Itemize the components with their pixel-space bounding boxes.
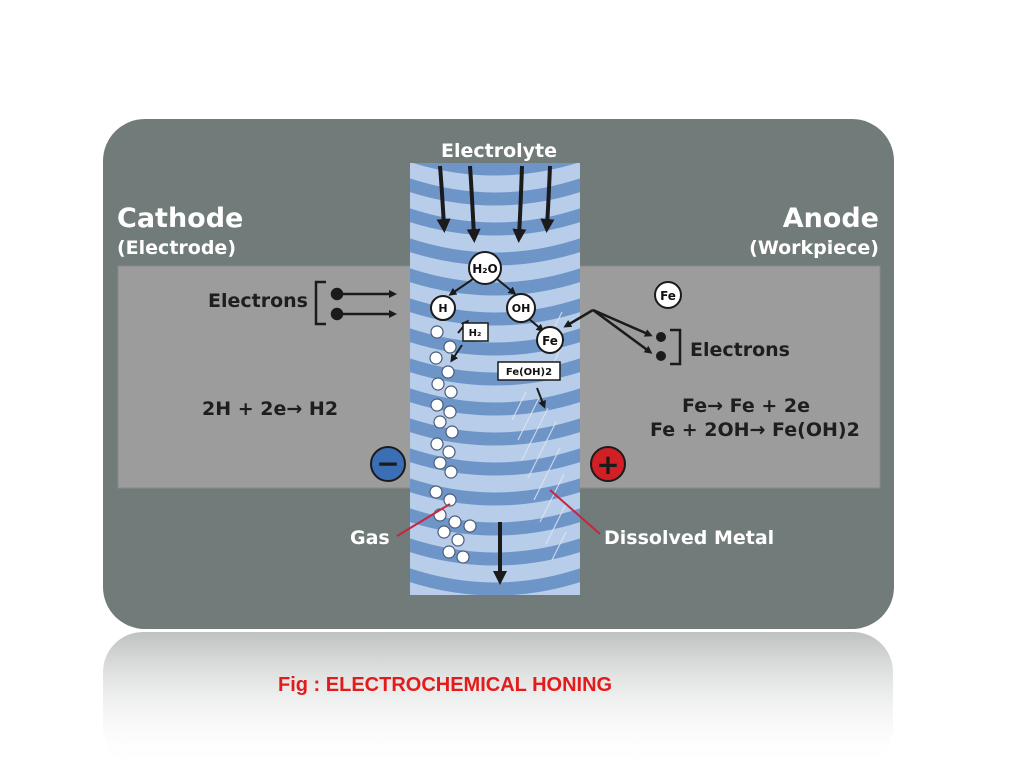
gas-bubble [443, 340, 457, 354]
svg-text:H₂O: H₂O [472, 262, 498, 276]
anode-electron-arrows [563, 308, 682, 366]
cathode-reaction: 2H + 2e→ H2 [202, 398, 338, 420]
hydrogen-ion: H [430, 295, 456, 321]
gas-bubble [448, 515, 462, 529]
svg-text:OH: OH [512, 302, 531, 315]
gas-bubble [445, 425, 459, 439]
water-molecule: H₂O [468, 251, 502, 285]
panel-reflection [103, 632, 893, 768]
gas-bubble [437, 525, 451, 539]
figure-caption: Fig : ELECTROCHEMICAL HONING [278, 674, 613, 696]
cathode-electron-arrows [330, 287, 397, 321]
iron-hydroxide-box: Fe(OH)2 [497, 361, 561, 381]
gas-bubble [443, 493, 457, 507]
gas-bubble [430, 325, 444, 339]
cathode-title: Cathode [117, 203, 243, 234]
gas-bubble [433, 456, 447, 470]
electrons-label-cathode: Electrons [208, 290, 308, 312]
gas-bubble [431, 377, 445, 391]
gas-bubbles [429, 325, 477, 564]
electrolyte-label: Electrolyte [441, 140, 557, 162]
gas-bubble [443, 405, 457, 419]
svg-text:Fe: Fe [660, 289, 676, 303]
gas-bubble [442, 445, 456, 459]
gas-bubble [429, 351, 443, 365]
gas-bubble [441, 365, 455, 379]
gas-bubble [451, 533, 465, 547]
hydroxide-ion: OH [506, 293, 536, 323]
anode-electrons [656, 332, 666, 361]
gas-bubble [429, 485, 443, 499]
gas-bubble [463, 519, 477, 533]
svg-text:H: H [438, 302, 447, 315]
electrolyte-channel [410, 163, 580, 595]
gas-pointer [396, 503, 451, 537]
positive-terminal-icon [590, 446, 626, 482]
gas-bubble [456, 550, 470, 564]
iron-atom-anode: Fe [654, 281, 682, 309]
electrolyte-inflow-arrows [436, 165, 555, 243]
gas-bubble [430, 398, 444, 412]
gas-bubble [430, 437, 444, 451]
negative-terminal-icon [370, 446, 406, 482]
anode-reaction-1: Fe→ Fe + 2e [682, 395, 810, 417]
gas-bubble [444, 385, 458, 399]
cathode-subtitle: (Electrode) [117, 237, 236, 259]
anode-subtitle: (Workpiece) [749, 237, 879, 259]
svg-text:Fe(OH)2: Fe(OH)2 [506, 367, 552, 378]
hydrogen-gas-box: H₂ [462, 322, 489, 342]
dissolved-metal-pointer [549, 489, 601, 535]
iron-ion: Fe [536, 326, 564, 354]
anode-title: Anode [783, 203, 879, 234]
dissolved-metal-label: Dissolved Metal [604, 527, 774, 549]
gas-bubble [442, 545, 456, 559]
reaction-arrows [448, 278, 546, 409]
positive-sign: + [596, 448, 619, 481]
anode-reaction-2: Fe + 2OH→ Fe(OH)2 [650, 419, 860, 441]
negative-sign: − [376, 447, 399, 480]
gas-bubble [444, 465, 458, 479]
electrons-label-anode: Electrons [690, 339, 790, 361]
svg-text:Fe: Fe [542, 334, 558, 348]
svg-text:H₂: H₂ [469, 328, 482, 339]
gas-label: Gas [350, 527, 390, 549]
gas-bubble [433, 415, 447, 429]
cathode-electron-bracket [314, 280, 326, 326]
